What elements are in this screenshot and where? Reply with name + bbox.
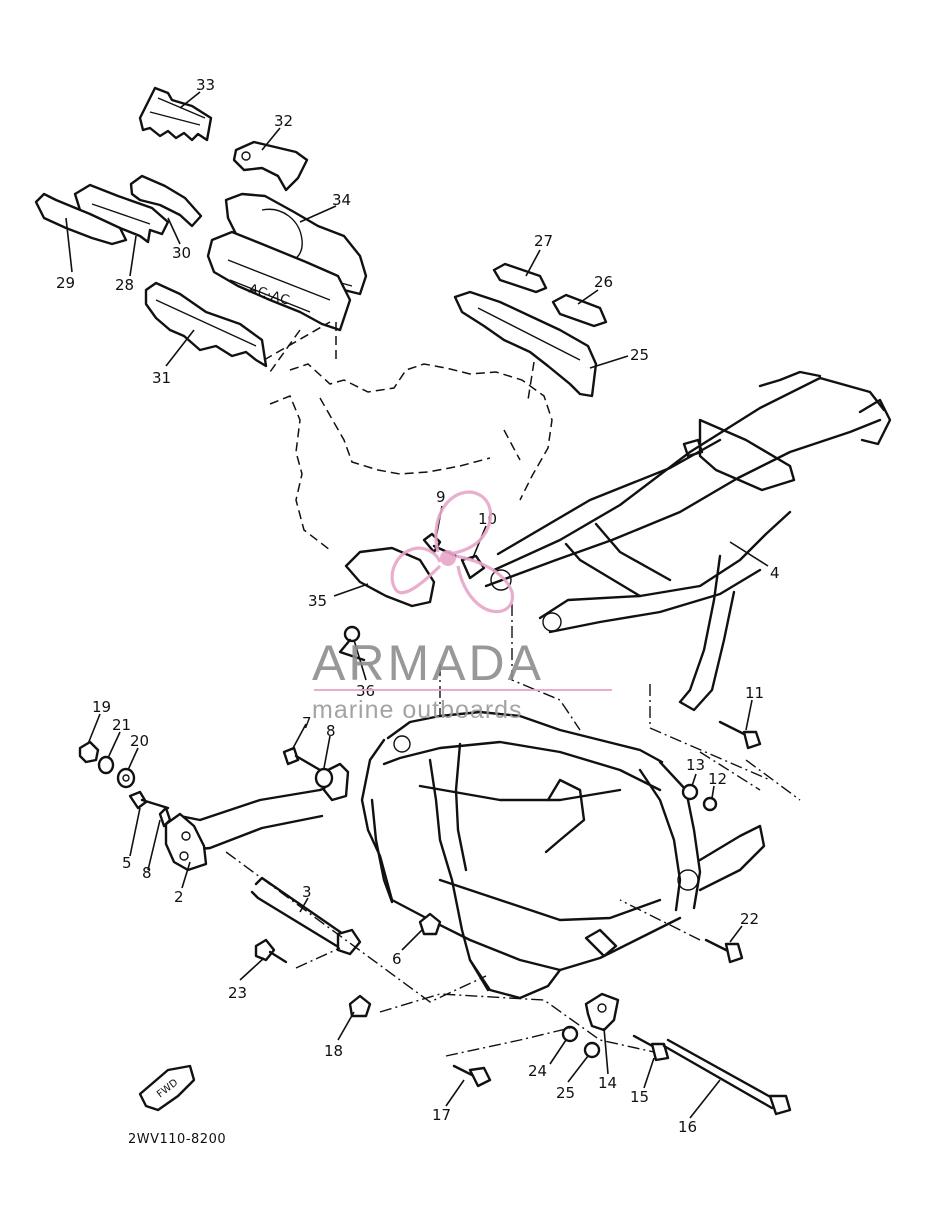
callout-32: 31 [152,369,171,387]
part-14-plate [584,992,620,1032]
part-20-washer [116,767,136,789]
engine-phantom-outline [269,322,553,551]
callout-35: 34 [332,191,351,209]
part-19-nut [78,740,100,764]
part-8-washer-lower [158,806,172,828]
propeller-logo-icon [390,490,515,614]
part-21-washer [97,755,115,775]
callout-30: 29 [56,274,75,292]
callout-19: 19 [92,698,111,716]
part-18-collar [348,994,372,1018]
part-22-bolt [704,938,744,964]
fwd-arrow-marker: FWD [138,1064,196,1112]
part-28-pad [492,262,548,294]
callout-25: 25 [556,1084,575,1102]
part-25-washer [583,1041,601,1059]
part-24-nut [561,1025,579,1043]
part-17-bolt [452,1064,492,1088]
callout-2: 2 [174,888,184,906]
callout-24: 24 [528,1062,547,1080]
part-5-bolt [128,790,170,810]
callout-8-upper: 8 [326,722,336,740]
callout-labels: 33 32 34 30 28 29 31 27 26 25 4 9 10 35 … [56,76,780,1136]
callout-31: 30 [172,244,191,262]
callout-13: 13 [686,756,705,774]
part-23-bolt [254,938,288,964]
callout-5: 5 [122,854,132,872]
watermark-tagline: marine outboards [312,696,523,724]
callout-15: 15 [630,1088,649,1106]
assembly-center-lines [225,321,801,1057]
watermark-brand: ARMADA [312,635,544,691]
callout-12: 12 [708,770,727,788]
part-27-pad [551,293,608,328]
callout-22: 22 [740,910,759,928]
part-36-guard [344,546,436,608]
part-2-down-tube [164,762,350,872]
part-16-rod [662,1038,792,1116]
callout-9: 9 [436,488,446,506]
part-4-main-frame [484,370,892,712]
callout-3: 3 [302,883,312,901]
part-34-cover [138,86,213,142]
callout-8-lower: 8 [142,864,152,882]
callout-21: 21 [112,716,131,734]
part-33-bracket [232,140,309,192]
part-7-bolt [282,746,322,772]
callout-18: 18 [324,1042,343,1060]
callout-6: 6 [392,950,402,968]
callout-36: 35 [308,592,327,610]
callout-10: 10 [478,510,497,528]
callout-28: 27 [534,232,553,250]
part-13-nut [681,783,699,801]
callout-17: 17 [432,1106,451,1124]
callout-23: 23 [228,984,247,1002]
callout-26: 25 [630,346,649,364]
part-30-plate [34,192,128,246]
part-37-bracket [338,625,366,662]
part-15-bolt [632,1034,670,1062]
armada-watermark: ARMADA marine outboards [312,490,612,724]
callout-27: 26 [594,273,613,291]
part-11-bolt [718,720,762,750]
part-31-plate [129,174,203,228]
callout-33: 32 [274,112,293,130]
callout-14: 14 [598,1074,617,1092]
leader-lines [65,91,769,1119]
callout-29: 28 [115,276,134,294]
part-12-washer [702,796,718,812]
callout-4: 4 [770,564,780,582]
part-26-cover [453,290,598,398]
callout-7: 7 [302,714,312,732]
diagram-code: 2WV110-8200 [128,1132,226,1147]
callout-34: 33 [196,76,215,94]
part-8-washer-upper [314,767,334,789]
part-32-cover [144,281,268,368]
callout-20: 20 [130,732,149,750]
part-6-collar [418,912,442,936]
callout-11: 11 [745,684,764,702]
callout-16: 16 [678,1118,697,1136]
